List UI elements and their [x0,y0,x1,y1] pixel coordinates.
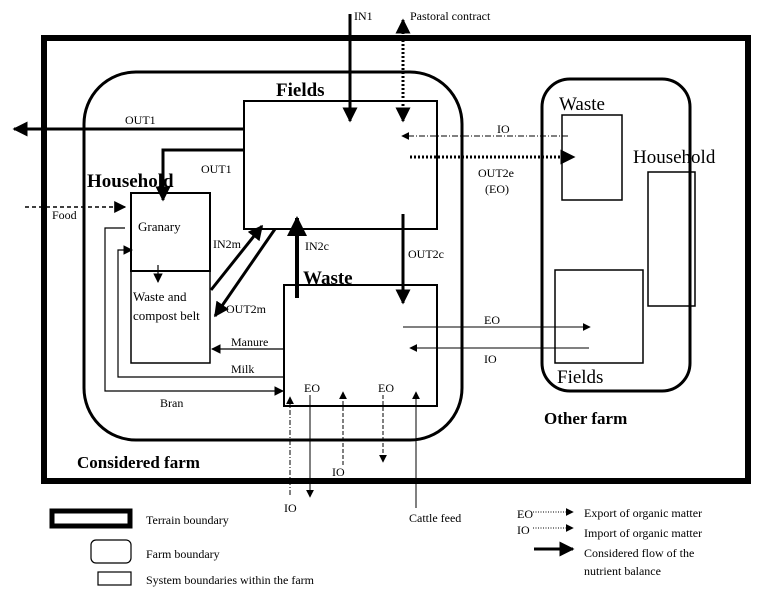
in1-label: IN1 [354,9,373,23]
io-top-right-label: IO [497,122,510,136]
manure-label: Manure [231,335,268,349]
legend-farm-label: Farm boundary [146,547,220,561]
legend-system-label: System boundaries within the farm [146,573,315,587]
legend-flow-label-1: Considered flow of the [584,546,694,560]
milk-arrow [117,245,284,378]
out2m-arrow [213,228,277,318]
out2m-label: OUT2m [226,302,267,316]
cattle-feed-label: Cattle feed [409,511,461,525]
fields-label: Fields [276,80,325,101]
legend-import-label: Import of organic matter [584,526,702,540]
other-household-label: Household [633,147,716,168]
compost-belt-label: compost belt [133,308,200,323]
io-east-label: IO [484,352,497,366]
other-farm-boundary [540,77,692,393]
other-fields-box [554,269,644,364]
in2m-label: IN2m [213,237,242,251]
household-label: Household [87,171,174,192]
other-household-box [647,171,696,307]
legend-export-label: Export of organic matter [584,506,702,520]
legend-terrain-swatch [49,508,133,529]
in2m-arrow [209,224,264,291]
io-mid-label: IO [332,465,345,479]
other-fields-label: Fields [557,367,603,388]
bran-label: Bran [160,396,183,410]
out2e-label: OUT2e [478,166,514,180]
out1-top-label: OUT1 [125,113,156,127]
legend-eo-key: EO [517,507,533,521]
out2c-label: OUT2c [408,247,444,261]
eo-left-label: EO [304,381,320,395]
legend-system-swatch [97,571,132,586]
considered-farm-label: Considered farm [77,453,200,472]
granary-label: Granary [138,219,181,234]
considered-farm-boundary [82,70,464,442]
eo-east-label: EO [484,313,500,327]
milk-label: Milk [231,362,254,376]
legend-flow-label-2: nutrient balance [584,564,661,578]
legend-farm-swatch [90,539,132,564]
legend-terrain-label: Terrain boundary [146,513,229,527]
out2e-sub-label: (EO) [485,182,509,196]
other-farm-label: Other farm [544,409,627,428]
waste-and-label: Waste and [133,289,187,304]
out1-inner-label: OUT1 [201,162,232,176]
io-bottom-label: IO [284,501,297,515]
legend-io-key: IO [517,523,530,537]
eo-right-label: EO [378,381,394,395]
pastoral-contract-label: Pastoral contract [410,9,491,23]
waste-label: Waste [303,268,353,289]
in2c-label: IN2c [305,239,329,253]
out1-granary-arrow [155,148,244,202]
bran-arrow [104,227,284,396]
fields-box [243,100,438,230]
other-waste-label: Waste [559,94,605,115]
food-label: Food [52,208,77,222]
terrain-boundary [41,35,751,484]
